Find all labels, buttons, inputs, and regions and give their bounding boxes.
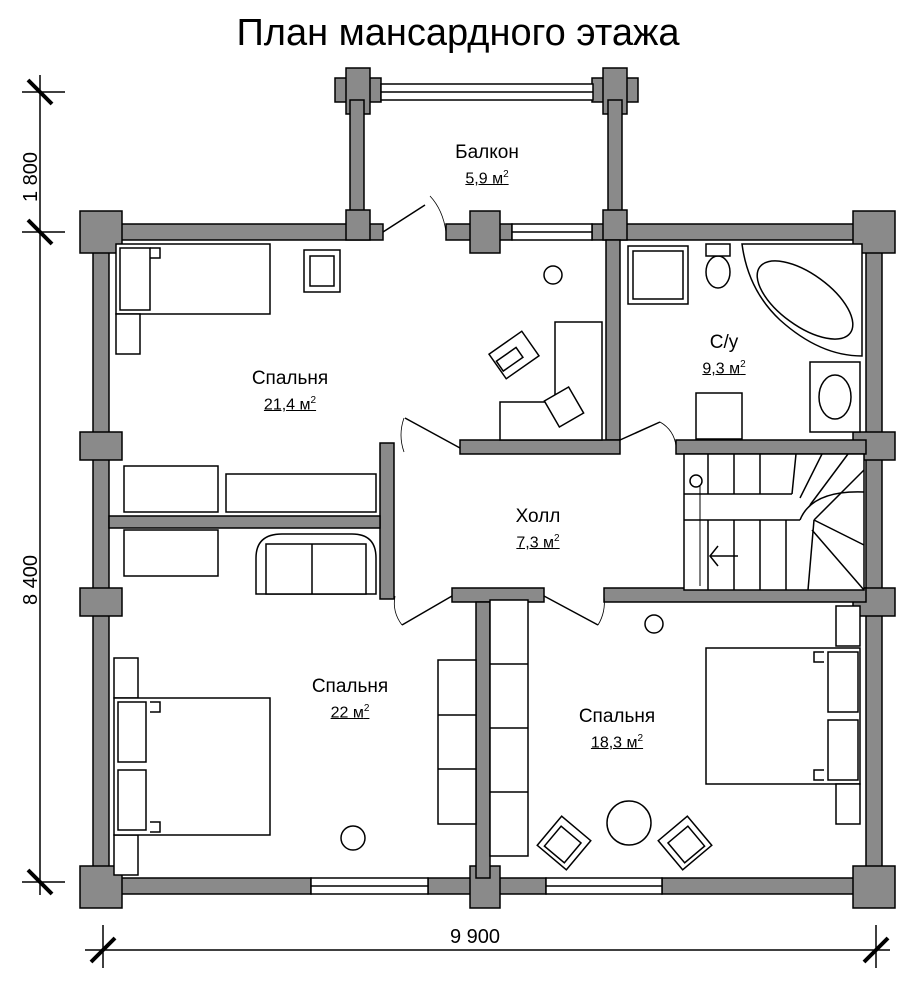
room-name: Спальня bbox=[311, 676, 389, 697]
room-area: 5,9 м2 bbox=[465, 169, 509, 188]
room-area: 18,3 м2 bbox=[590, 733, 644, 752]
room-label-bathroom: С/у 9,3 м2 bbox=[702, 332, 745, 380]
room-area: 9,3 м2 bbox=[702, 359, 746, 378]
dimension-balcony-depth: 1 800 bbox=[20, 151, 42, 202]
room-name: Холл bbox=[515, 506, 561, 527]
room-area: 22 м2 bbox=[330, 703, 370, 722]
room-area: 7,3 м2 bbox=[516, 533, 560, 552]
dimension-house-depth: 8 400 bbox=[20, 554, 42, 605]
dimension-house-width: 9 900 bbox=[450, 926, 501, 948]
doors bbox=[382, 195, 677, 626]
room-name: Спальня bbox=[251, 368, 329, 389]
room-name: Балкон bbox=[455, 142, 519, 163]
room-label-balcony: Балкон 5,9 м2 bbox=[455, 142, 519, 190]
room-label-hall: Холл 7,3 м2 bbox=[516, 506, 561, 554]
dimension-lines bbox=[22, 75, 890, 968]
room-name: Спальня bbox=[578, 706, 656, 727]
furniture bbox=[113, 243, 865, 876]
room-label-bedroom-right: Спальня 18,3 м2 bbox=[579, 706, 655, 754]
room-area: 21,4 м2 bbox=[263, 395, 317, 414]
windows bbox=[310, 83, 663, 895]
plan-title: План мансардного этажа bbox=[236, 12, 680, 54]
room-label-bedroom-top: Спальня 21,4 м2 bbox=[252, 368, 328, 416]
room-label-bedroom-left: Спальня 22 м2 bbox=[312, 676, 388, 724]
room-name: С/у bbox=[709, 332, 739, 353]
